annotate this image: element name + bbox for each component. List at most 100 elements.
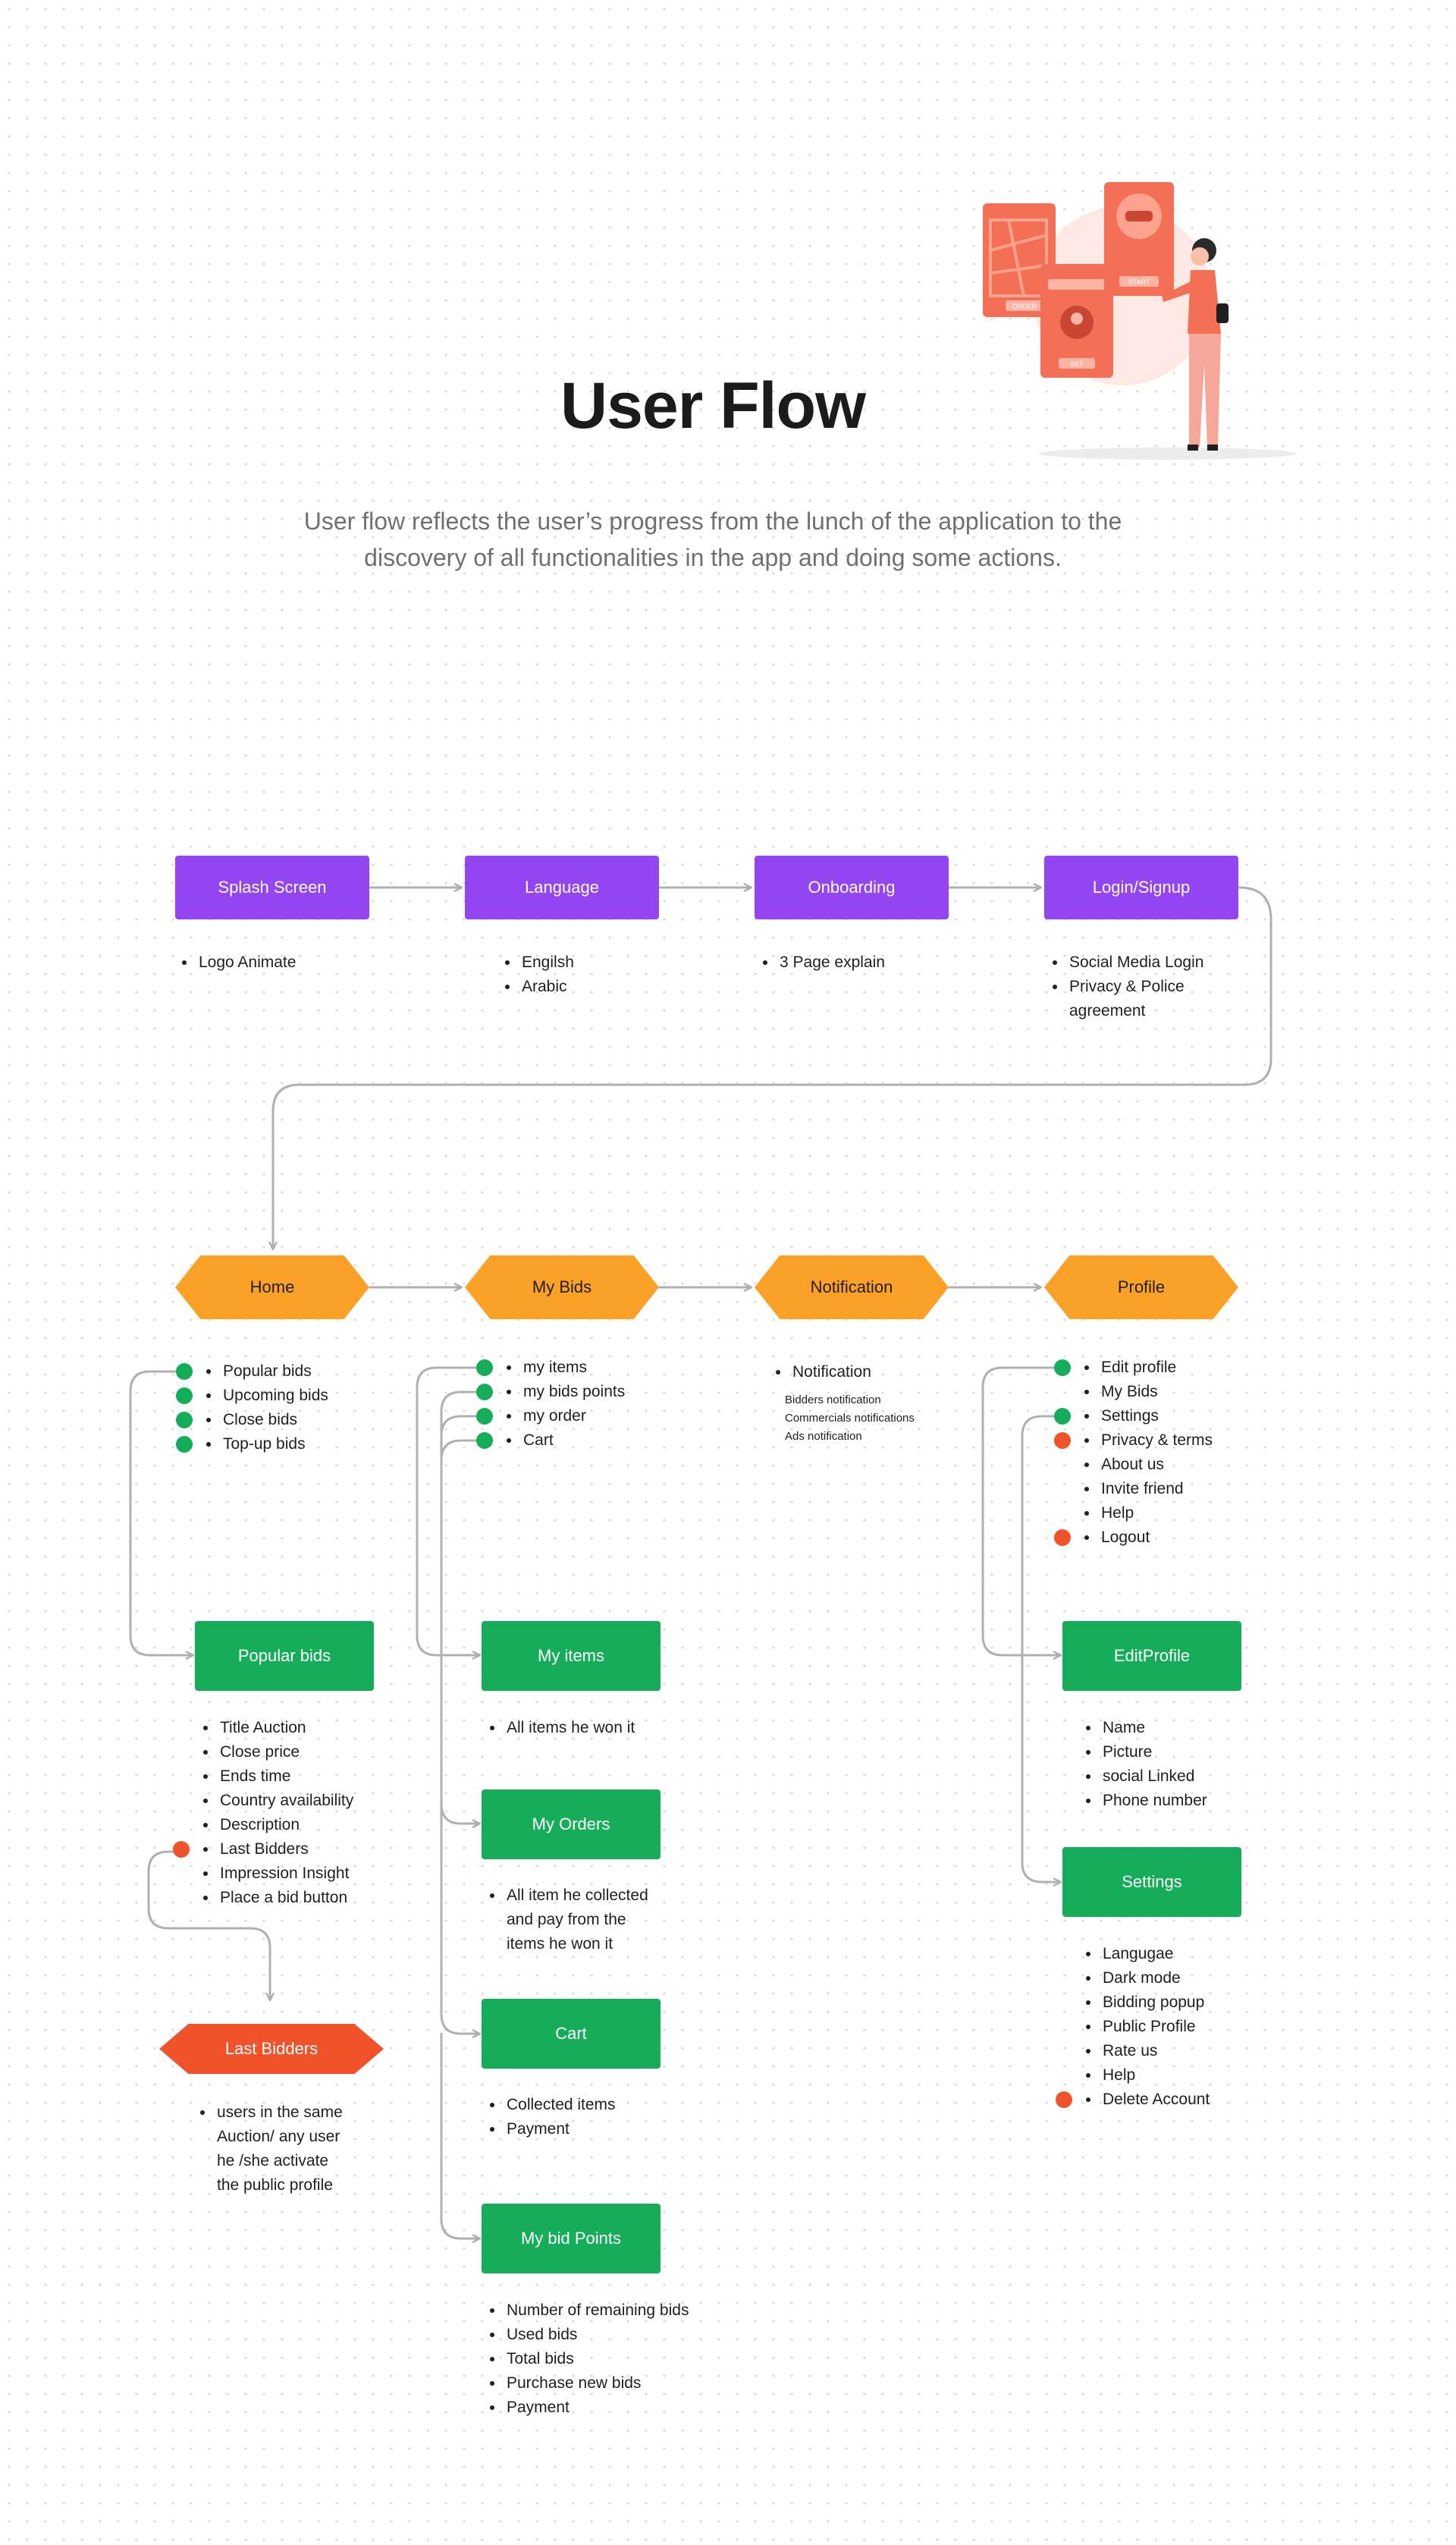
list-item: Payment [485,2117,616,2141]
home-node[interactable]: Home [175,1255,369,1319]
list-item: my bids points [476,1380,625,1404]
edit-profile-node[interactable]: EditProfile [1062,1621,1241,1691]
my-bids-items: my items my bids points my order Cart [476,1356,625,1453]
list-item: Name [1081,1716,1207,1740]
list-item: my items [476,1356,625,1380]
splash-screen-node[interactable]: Splash Screen [175,856,369,919]
my-bids-label: My Bids [532,1277,592,1296]
page-subtitle: User flow reflects the user’s progress f… [281,503,1145,576]
list-item: Bidding popup [1081,1990,1210,2015]
cart-node[interactable]: Cart [482,1999,661,2069]
onboarding-label: Onboarding [808,878,896,897]
list-item: About us [1080,1453,1213,1477]
list-item: Phone number [1081,1789,1207,1813]
list-item: Ads notification [785,1430,862,1443]
list-item-continued: Auction/ any user [217,2128,340,2145]
list-item: Total bids [485,2347,689,2371]
status-dot [1056,2091,1072,2108]
list-item: My Bids [1080,1380,1213,1404]
settings-node[interactable]: Settings [1062,1847,1241,1917]
profile-node[interactable]: Profile [1044,1255,1238,1319]
list-item: Arabic [500,975,574,999]
status-dot [1054,1359,1071,1376]
my-bids-node[interactable]: My Bids [465,1255,659,1319]
onboarding-node[interactable]: Onboarding [755,856,949,919]
list-item: Upcoming bids [176,1384,328,1408]
list-item: Settings [1054,1404,1213,1428]
login-signup-node[interactable]: Login/Signup [1044,856,1238,919]
status-dot [476,1432,493,1449]
list-item: Commercials notifications [785,1412,915,1425]
list-item-label: Logout [1101,1529,1150,1546]
user-flow-illustration: ORDER SET START [983,182,1297,460]
list-item: Bidders notification [785,1393,881,1406]
list-item: Help [1080,1501,1213,1525]
list-item: social Linked [1081,1764,1207,1789]
notification-heading-list: Notification [771,1360,871,1384]
list-item: Rate us [1081,2039,1210,2063]
list-item: Ends time [199,1764,353,1789]
connector-profile-editprofile [981,1366,1063,1655]
list-item-continued: he /she activate [217,2152,329,2170]
profile-items: Edit profile My Bids Settings Privacy & … [1054,1356,1213,1550]
status-dot [176,1363,193,1380]
my-items-node[interactable]: My items [482,1621,661,1691]
status-dot [476,1359,493,1376]
list-item: Logo Animate [177,950,296,975]
edit-profile-items: Name Picture social Linked Phone number [1081,1716,1207,1813]
my-bid-points-items: Number of remaining bids Used bids Total… [485,2298,689,2420]
list-item: Country availability [199,1789,353,1813]
list-item: Engilsh [500,950,574,975]
home-items: Popular bids Upcoming bids Close bids To… [176,1359,328,1456]
status-dot [176,1436,193,1453]
settings-label: Settings [1122,1872,1182,1891]
edit-profile-label: EditProfile [1113,1646,1191,1665]
connector-mybids-cart [440,1439,485,2034]
popular-bids-label: Popular bids [237,1646,331,1665]
list-item: Place a bid button [199,1886,353,1910]
subtitle-line-1: User flow reflects the user’s progress f… [303,507,1122,535]
list-item: Top-up bids [176,1432,328,1456]
list-item: All items he won it [485,1716,635,1740]
language-node[interactable]: Language [465,856,659,919]
list-item: Delete Account [1056,2088,1210,2112]
my-bid-points-node[interactable]: My bid Points [482,2204,661,2273]
list-item: my order [476,1404,625,1428]
last-bidders-label: Last Bidders [224,2039,318,2058]
onboarding-items: 3 Page explain [758,950,885,975]
list-item: Logout [1054,1525,1213,1550]
list-item-label: Delete Account [1103,2091,1210,2108]
notification-label: Notification [810,1277,893,1296]
subtitle-line-2: discovery of all functionalities in the … [364,544,1062,571]
list-item-continued: agreement [1069,1002,1146,1020]
my-orders-node[interactable]: My Orders [482,1789,661,1859]
connector-mybids-myorders [440,1390,485,1824]
connector-mybids-orders-branch [440,1415,485,1437]
start-label: START [1128,278,1150,286]
connector-home-popular [129,1370,193,1655]
notification-node[interactable]: Notification [755,1255,949,1319]
list-item-label: Popular bids [223,1362,312,1380]
list-item-label: Cart [523,1431,554,1449]
page-title: User Flow [560,369,866,442]
list-item: Purchase new bids [485,2371,689,2396]
cart-label: Cart [555,2024,587,2043]
my-bid-points-label: My bid Points [520,2229,622,2248]
connector-mybids-bidpoints [440,2032,479,2239]
list-item-label: Upcoming bids [223,1387,328,1404]
popular-bids-items: Title Auction Close price Ends time Coun… [173,1716,353,1910]
last-bidders-node[interactable]: Last Bidders [159,2024,384,2074]
splash-screen-label: Splash Screen [218,878,327,897]
status-dot [1054,1432,1071,1449]
language-label: Language [525,878,599,897]
list-item: users in the same [196,2100,343,2125]
list-item-label: Top-up bids [223,1435,306,1453]
list-item-continued: items he won it [507,1935,613,1953]
popular-bids-node[interactable]: Popular bids [195,1621,374,1691]
list-item: Public Profile [1081,2015,1210,2039]
connector-login-home [273,886,1272,1249]
status-dot [476,1384,493,1400]
status-dot [176,1412,193,1428]
list-item: Cart [476,1428,625,1453]
